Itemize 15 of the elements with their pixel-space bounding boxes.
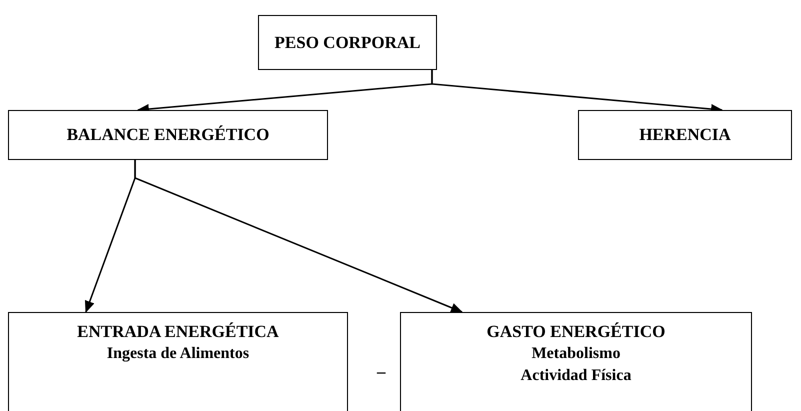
text-box	[8, 312, 348, 411]
box-heading: BALANCE ENERGÉTICO	[66, 124, 270, 146]
box-text: Ingesta de Alimentos	[106, 344, 250, 364]
box-heading: PESO CORPORAL	[274, 32, 420, 54]
text-box	[400, 312, 752, 411]
text-box	[578, 110, 792, 160]
box-heading: HERENCIA	[639, 124, 731, 146]
box-text: Actividad Física	[520, 366, 632, 386]
text-box	[258, 15, 437, 70]
box-heading: GASTO ENERGÉTICO	[486, 321, 666, 343]
box-heading: ENTRADA ENERGÉTICA	[77, 321, 279, 343]
text-box	[8, 110, 328, 160]
minus-sign: –	[377, 362, 386, 382]
box-text: Metabolismo	[532, 344, 620, 364]
arrow	[134, 160, 463, 313]
